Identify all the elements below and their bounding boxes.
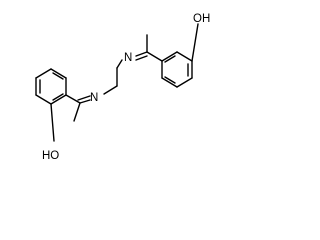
- atom-label-n-left: N: [90, 92, 98, 104]
- atom-label-oh-top: OH: [193, 13, 210, 25]
- ring-double-bond: [52, 72, 64, 80]
- lower-imine-fragment: [65, 94, 91, 122]
- atom-label-n-right: N: [124, 52, 132, 64]
- imine-double-bond-bottom-inner: [77, 95, 91, 101]
- hydroxyl-bond-top: [191, 23, 199, 62]
- aryl-to-imine-carbon-bond-bottom: [65, 94, 81, 104]
- ethylene-bridge: [103, 59, 123, 95]
- ring-bond: [35, 68, 52, 79]
- ring-bond: [50, 94, 67, 105]
- ring-double-bond: [164, 76, 176, 84]
- upper-phenol-ring: [161, 51, 193, 88]
- lower-phenol-ring: [35, 68, 67, 105]
- upper-imine-fragment: [135, 34, 163, 62]
- ring-double-bond: [52, 93, 64, 101]
- atom-label-oh-bottom: HO: [42, 150, 59, 162]
- ring-bond: [35, 94, 52, 105]
- imine-double-bond-bottom: [79, 99, 91, 104]
- aryl-to-imine-carbon-bond: [146, 51, 163, 62]
- ring-bond: [161, 51, 178, 62]
- ring-bond: [176, 51, 193, 62]
- imine-double-bond-top: [135, 51, 148, 57]
- n-to-ch2-bond-top: [116, 59, 123, 69]
- ring-bond: [50, 68, 67, 79]
- imine-double-bond-top-inner: [135, 55, 148, 61]
- methyl-bond-bottom: [73, 102, 81, 122]
- hydroxyl-bond-bottom: [50, 103, 55, 142]
- ring-bond: [161, 77, 178, 88]
- ring-bond: [176, 77, 193, 88]
- ch2-to-n-bond-bottom: [103, 85, 118, 95]
- ring-double-bond: [164, 55, 176, 63]
- chemical-structure-diagram: OH N N HO: [35, 13, 210, 162]
